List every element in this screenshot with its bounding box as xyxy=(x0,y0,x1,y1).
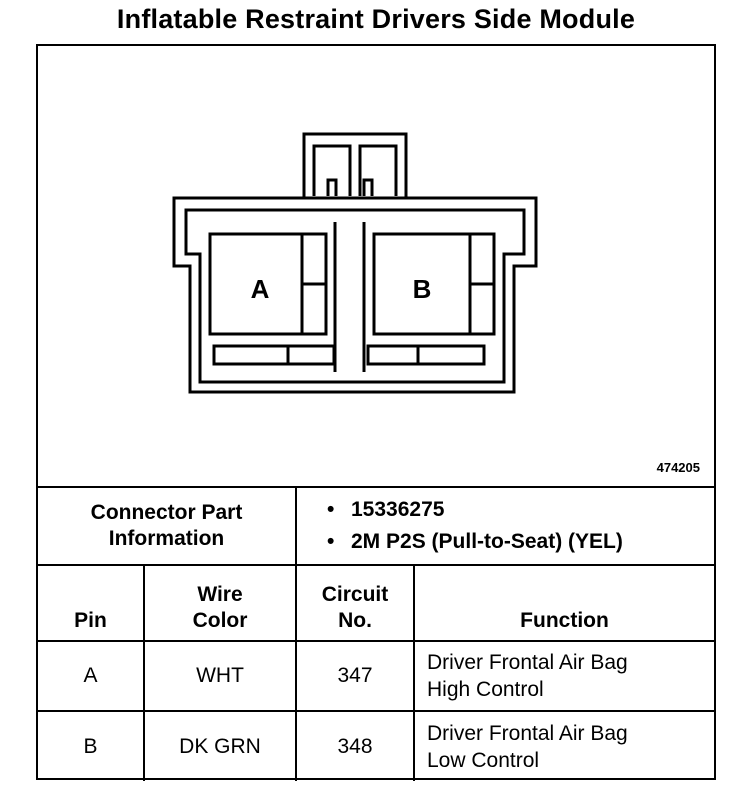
function-line2: High Control xyxy=(427,678,544,701)
page-title: Inflatable Restraint Drivers Side Module xyxy=(116,4,636,34)
function-line2: Low Control xyxy=(427,748,540,772)
pin-cell: A xyxy=(37,640,145,712)
circuit-cell: 347 xyxy=(295,640,415,712)
function-line1: Driver Frontal Air Bag xyxy=(427,651,628,674)
connector-description: 2M P2S (Pull-to-Seat) (YEL) xyxy=(351,530,623,553)
wire-color-cell: DK GRN xyxy=(143,710,297,782)
connector-description-item: • 2M P2S (Pull-to-Seat) (YEL) xyxy=(327,526,714,558)
part-number-item: • 15336275 xyxy=(327,494,714,526)
header-wire-color: Wire Color xyxy=(143,564,297,642)
header-pin: Pin xyxy=(37,564,145,642)
wire-color-cell: WHT xyxy=(143,640,297,712)
bullet-icon: • xyxy=(327,530,335,553)
header-wire-color-line2: Color xyxy=(192,609,248,632)
connector-part-label-line1: Connector Part xyxy=(90,501,243,524)
connector-frame: A B 474205 Connector Part Information • 1… xyxy=(36,44,716,782)
header-function: Function xyxy=(413,564,715,642)
connector-part-row: Connector Part Information • 15336275 • 2M… xyxy=(37,486,715,566)
connector-face-diagram: A B xyxy=(172,132,538,394)
function-line1: Driver Frontal Air Bag xyxy=(427,721,628,745)
cavity-b xyxy=(366,232,496,366)
header-circuit-line2: No. xyxy=(338,609,372,632)
circuit-cell: 348 xyxy=(295,710,415,782)
part-number: 15336275 xyxy=(351,498,445,521)
cavity-a-label: A xyxy=(251,274,270,304)
header-wire-color-line1: Wire xyxy=(197,583,243,606)
connector-info-table: Connector Part Information • 15336275 • 2M… xyxy=(37,486,715,782)
connector-part-info: • 15336275 • 2M P2S (Pull-to-Seat) (YEL) xyxy=(295,486,715,566)
table-row: B DK GRN 348 Driver Frontal Air Bag Low … xyxy=(37,710,715,782)
header-function-label: Function xyxy=(520,609,609,632)
connector-part-label: Connector Part Information xyxy=(37,486,297,566)
pin-cell: B xyxy=(37,710,145,782)
function-cell: Driver Frontal Air Bag Low Control xyxy=(413,710,715,782)
figure-id: 474205 xyxy=(656,460,700,475)
header-pin-label: Pin xyxy=(74,609,107,632)
bullet-icon: • xyxy=(327,498,335,521)
header-circuit-line1: Circuit xyxy=(321,583,389,606)
connector-part-label-line2: Information xyxy=(108,527,225,550)
function-cell: Driver Frontal Air Bag High Control xyxy=(413,640,715,712)
header-circuit: Circuit No. xyxy=(295,564,415,642)
header-row: Pin Wire Color Circuit No. Function xyxy=(37,564,715,642)
cavity-b-label: B xyxy=(413,274,432,304)
cavity-a xyxy=(208,232,336,366)
table-row: A WHT 347 Driver Frontal Air Bag High Co… xyxy=(37,640,715,712)
